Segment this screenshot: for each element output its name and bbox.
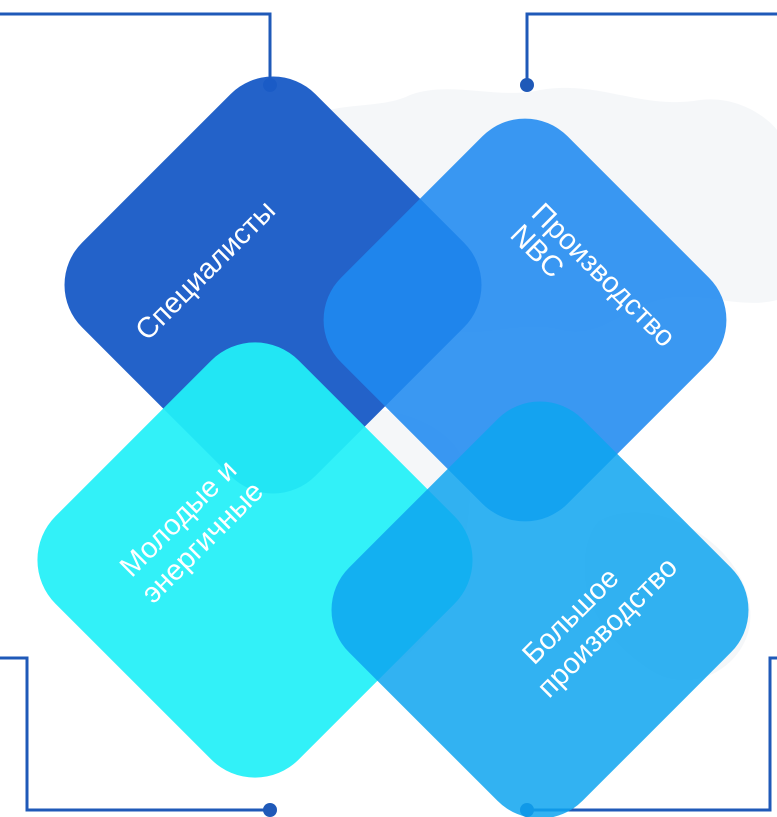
tile-big-production xyxy=(331,401,749,817)
connector-bottom-left-dot xyxy=(263,803,277,817)
connector-bottom-right xyxy=(527,656,777,812)
connectors xyxy=(0,12,777,817)
connector-top-left xyxy=(0,12,272,85)
tile-young-energetic xyxy=(37,342,473,778)
connector-bottom-left xyxy=(0,656,270,812)
tile-production-nbc xyxy=(323,118,727,522)
connector-top-right-dot xyxy=(520,78,534,92)
connector-top-right xyxy=(525,12,777,85)
